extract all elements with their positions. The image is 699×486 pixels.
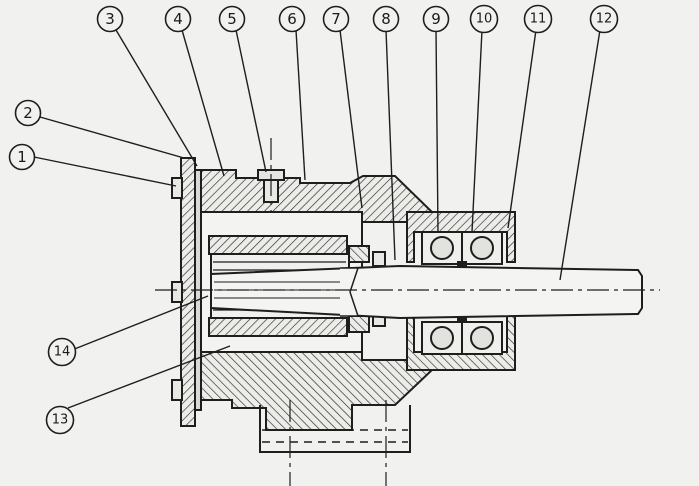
- callout-label: 11: [530, 12, 547, 27]
- callout-label: 9: [431, 10, 441, 28]
- callout-5: 5: [218, 5, 246, 33]
- mounting-bracket: [259, 405, 411, 453]
- bearing-ball: [430, 236, 454, 260]
- centerlines: [155, 138, 660, 486]
- callout-7: 7: [322, 5, 350, 33]
- bearing-ball: [470, 236, 494, 260]
- callout-circle: [14, 99, 42, 127]
- impeller-bottom: [208, 317, 348, 337]
- end-cover-plate: [180, 157, 196, 427]
- bearing-ball: [430, 326, 454, 350]
- bearing-housing-top: [406, 211, 516, 263]
- cover-screw-middle: [171, 281, 183, 303]
- callout-circle: [164, 5, 192, 33]
- callout-6: 6: [278, 5, 306, 33]
- impeller-top: [208, 235, 348, 255]
- callout-2: 2: [14, 99, 42, 127]
- shaft: [210, 264, 643, 320]
- callout-1: 1: [8, 143, 36, 171]
- callout-circle: [322, 5, 350, 33]
- bracket-bolt-holes: [262, 429, 408, 443]
- pump-housing-bottom: [200, 351, 433, 431]
- callout-circle: [96, 5, 124, 33]
- callout-label: 7: [331, 10, 341, 28]
- callout-circle: [8, 143, 36, 171]
- callout-label: 2: [23, 104, 33, 122]
- callout-circle: [218, 5, 246, 33]
- callout-label: 1: [17, 148, 27, 166]
- callout-10: 10: [469, 4, 499, 34]
- callout-circle: [523, 4, 553, 34]
- callout-label: 4: [173, 10, 183, 28]
- callout-8: 8: [372, 5, 400, 33]
- callout-12: 12: [589, 4, 619, 34]
- cover-screw-top: [171, 177, 183, 199]
- callout-label: 14: [54, 345, 71, 360]
- callout-label: 5: [227, 10, 237, 28]
- callout-circle: [469, 4, 499, 34]
- bearing-ball: [470, 326, 494, 350]
- callout-label: 13: [52, 413, 69, 428]
- seal-bottom: [348, 315, 370, 333]
- callout-9: 9: [422, 5, 450, 33]
- callout-circle: [47, 337, 77, 367]
- callout-label: 6: [287, 10, 297, 28]
- cover-screw-bottom: [171, 379, 183, 401]
- callout-circle: [422, 5, 450, 33]
- callout-13: 13: [45, 405, 75, 435]
- shaft-spline-end: [340, 267, 360, 317]
- leader-lines: [33, 29, 601, 409]
- callout-circle: [372, 5, 400, 33]
- callout-14: 14: [47, 337, 77, 367]
- callout-circle: [278, 5, 306, 33]
- callout-circle: [45, 405, 75, 435]
- callout-label: 12: [596, 12, 613, 27]
- callout-label: 10: [476, 12, 493, 27]
- seal-ring-top: [372, 251, 386, 267]
- callout-label: 8: [381, 10, 391, 28]
- callout-label: 3: [105, 10, 115, 28]
- callout-3: 3: [96, 5, 124, 33]
- seal-top: [348, 245, 370, 263]
- callout-4: 4: [164, 5, 192, 33]
- callout-circle: [589, 4, 619, 34]
- callout-11: 11: [523, 4, 553, 34]
